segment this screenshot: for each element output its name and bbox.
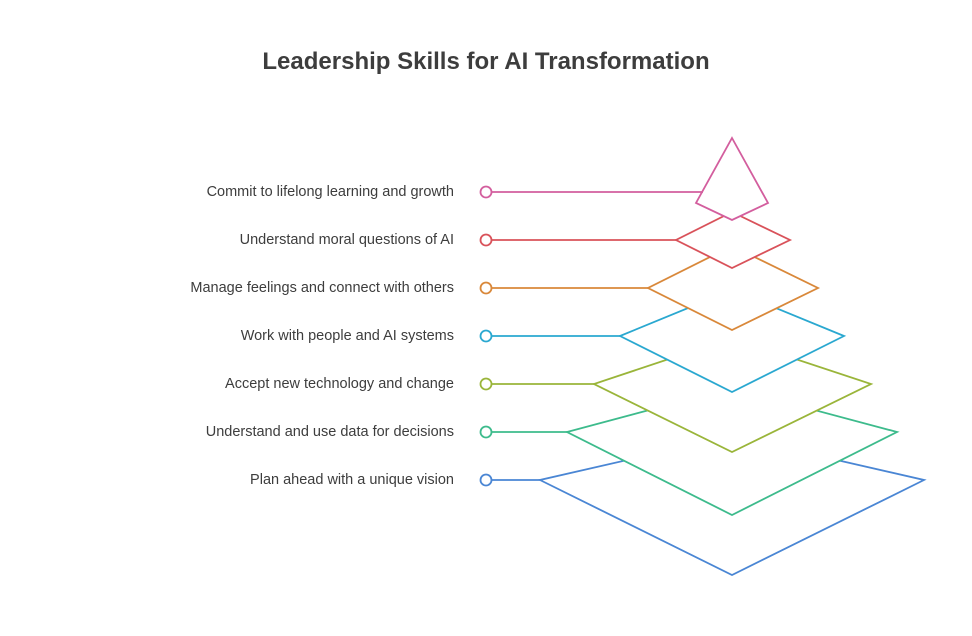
layer-adaptability [591,337,874,454]
connector-dot-vision [479,473,493,487]
connector-dot-adaptability [479,377,493,391]
layer-ethics [673,210,793,270]
layer-collaboration [617,289,847,394]
layer-label-vision: Plan ahead with a unique vision [250,472,454,488]
layer-label-adaptability: Accept new technology and change [225,376,454,392]
layer-shape-learning [694,136,770,221]
connector-dot-ethics [479,233,493,247]
layer-label-collaboration: Work with people and AI systems [240,328,454,344]
layer-learning [694,136,770,221]
layer-label-data-literacy: Understand and use data for decisions [205,424,454,440]
layer-shape-collaboration [617,289,847,394]
layer-shape-emotional-intelligence [645,244,821,332]
layer-shape-ethics [673,210,793,270]
connector-dot-data-literacy [479,425,493,439]
connector-dot-collaboration [479,329,493,343]
layer-label-learning: Commit to lifelong learning and growth [206,184,454,200]
layer-emotional-intelligence [645,244,821,332]
connector-dot-learning [479,185,493,199]
layer-shape-adaptability [591,337,874,454]
layer-label-ethics: Understand moral questions of AI [239,232,454,248]
connector-dot-emotional-intelligence [479,281,493,295]
diagram-title: Leadership Skills for AI Transformation [262,48,710,75]
layer-label-emotional-intelligence: Manage feelings and connect with others [190,280,454,296]
